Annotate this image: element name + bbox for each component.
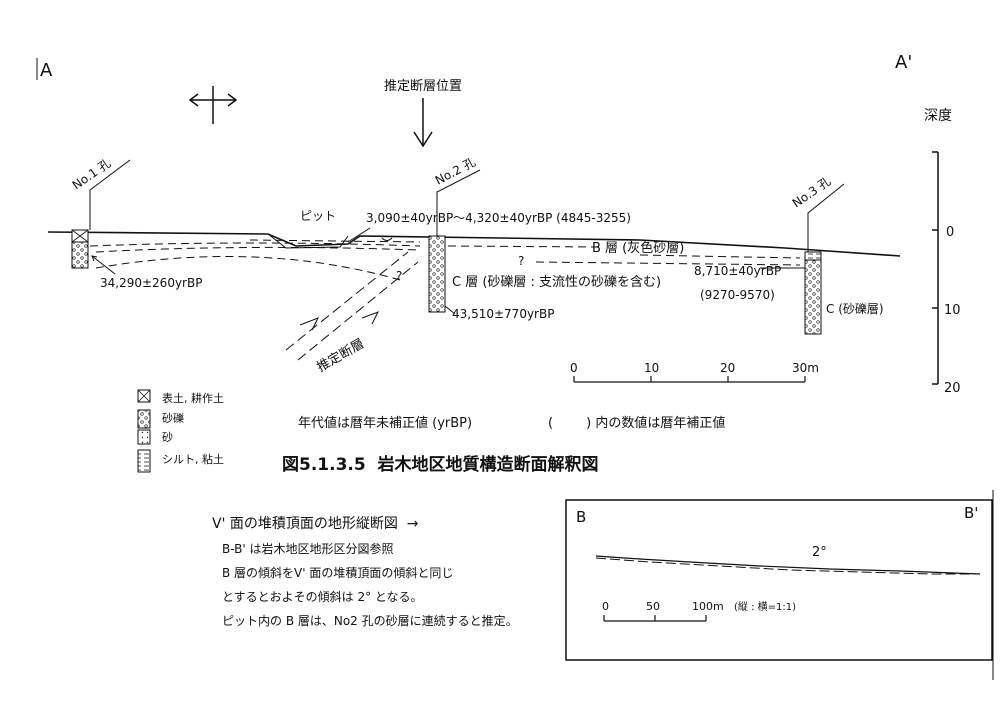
distance-tick-20: 20 [720,361,735,375]
distance-tick-30: 30m [792,361,819,375]
borehole-3-date-cal: (9270-9570) [700,288,775,302]
borehole-1-column [71,229,89,269]
inset-profile-box [565,499,993,661]
inset-right-label: B' [964,504,978,522]
profile-line-2: B 層の傾斜をV' 面の堆積頂面の傾斜と同じ [222,565,453,580]
legend-gravel-label: 砂礫 [162,411,184,425]
depth-tick-20: 20 [944,381,961,396]
inset-scale-tick-0: 0 [602,600,609,613]
inferred-fault-label: 推定断層 [315,336,368,375]
distance-scale-bar [573,376,806,383]
profile-line-4: ピット内の B 層は、No2 孔の砂層に連続すると推定。 [222,613,518,628]
fault-down-arrow-icon [413,98,433,148]
borehole-1-label: No.1 孔 [70,156,114,192]
borehole-3-label: No.3 孔 [790,174,834,210]
depth-tick-10: 10 [944,303,961,318]
borehole-2-date-bottom: 43,510±770yrBP [452,307,554,321]
borehole-1-date: 34,290±260yrBP [100,276,202,290]
profile-line-1: B-B' は岩木地区地形区分図参照 [222,541,393,556]
ground-surface-line [47,231,901,257]
distance-tick-10: 10 [644,361,659,375]
double-arrow-icon [188,86,238,124]
profile-line-3: とするとおよその傾斜は 2° となる。 [222,590,423,604]
profile-heading: V' 面の堆積頂面の地形縦断図 → [212,516,419,532]
legend-topsoil-label: 表土, 耕作土 [162,391,224,405]
inset-scale-note: (縦 : 横=1:1) [734,600,796,613]
depth-axis [932,151,939,385]
borehole-2-column [428,235,446,313]
c-layer-label: C 層 (砂礫層 : 支流性の砂礫を含む) [452,274,661,290]
inset-scale-tick-100: 100m [692,600,724,613]
cal-note: ( ) 内の数値は暦年補正値 [548,415,725,431]
legend-gravel-swatch [137,409,151,429]
distance-tick-0: 0 [570,361,578,375]
borehole-3-date: 8,710±40yrBP [694,264,781,278]
fault-position-label: 推定断層位置 [384,79,462,94]
age-note: 年代値は暦年未補正値 (yrBP) [298,415,472,431]
borehole-3-column [804,251,822,335]
question-mark-1: ? [518,254,524,268]
inset-scale-tick-50: 50 [646,600,660,613]
inset-scale-bar [603,615,707,622]
section-right-label: A' [895,52,912,73]
section-left-label: A [40,60,53,81]
pit-label: ピット [300,209,336,223]
b-layer-label: B 層 (灰色砂層) [592,240,684,256]
borehole-3-layer: C (砂礫層) [826,301,884,316]
depth-title: 深度 [924,108,952,124]
depth-tick-0: 0 [946,225,954,240]
borehole-leaders [89,159,845,252]
legend-silt-swatch [137,449,151,473]
legend-silt-label: シルト, 粘土 [162,452,224,466]
inferred-fault-line [285,251,419,361]
inset-left-label: B [576,508,586,526]
borehole-2-date-top: 3,090±40yrBP～4,320±40yrBP (4845-3255) [366,211,631,225]
inset-angle: 2° [812,545,827,560]
inset-profile-lines [595,555,981,575]
b-layer-dashed-lines [89,239,801,281]
question-mark-2: ? [396,269,402,283]
legend-sand-swatch [137,429,151,445]
legend [137,389,151,473]
legend-sand-label: 砂 [162,431,173,444]
date-leaders [91,227,805,315]
figure-title: 図5.1.3.5 岩木地区地質構造断面解釈図 [282,454,599,475]
fault-movement-arrows [299,311,380,331]
